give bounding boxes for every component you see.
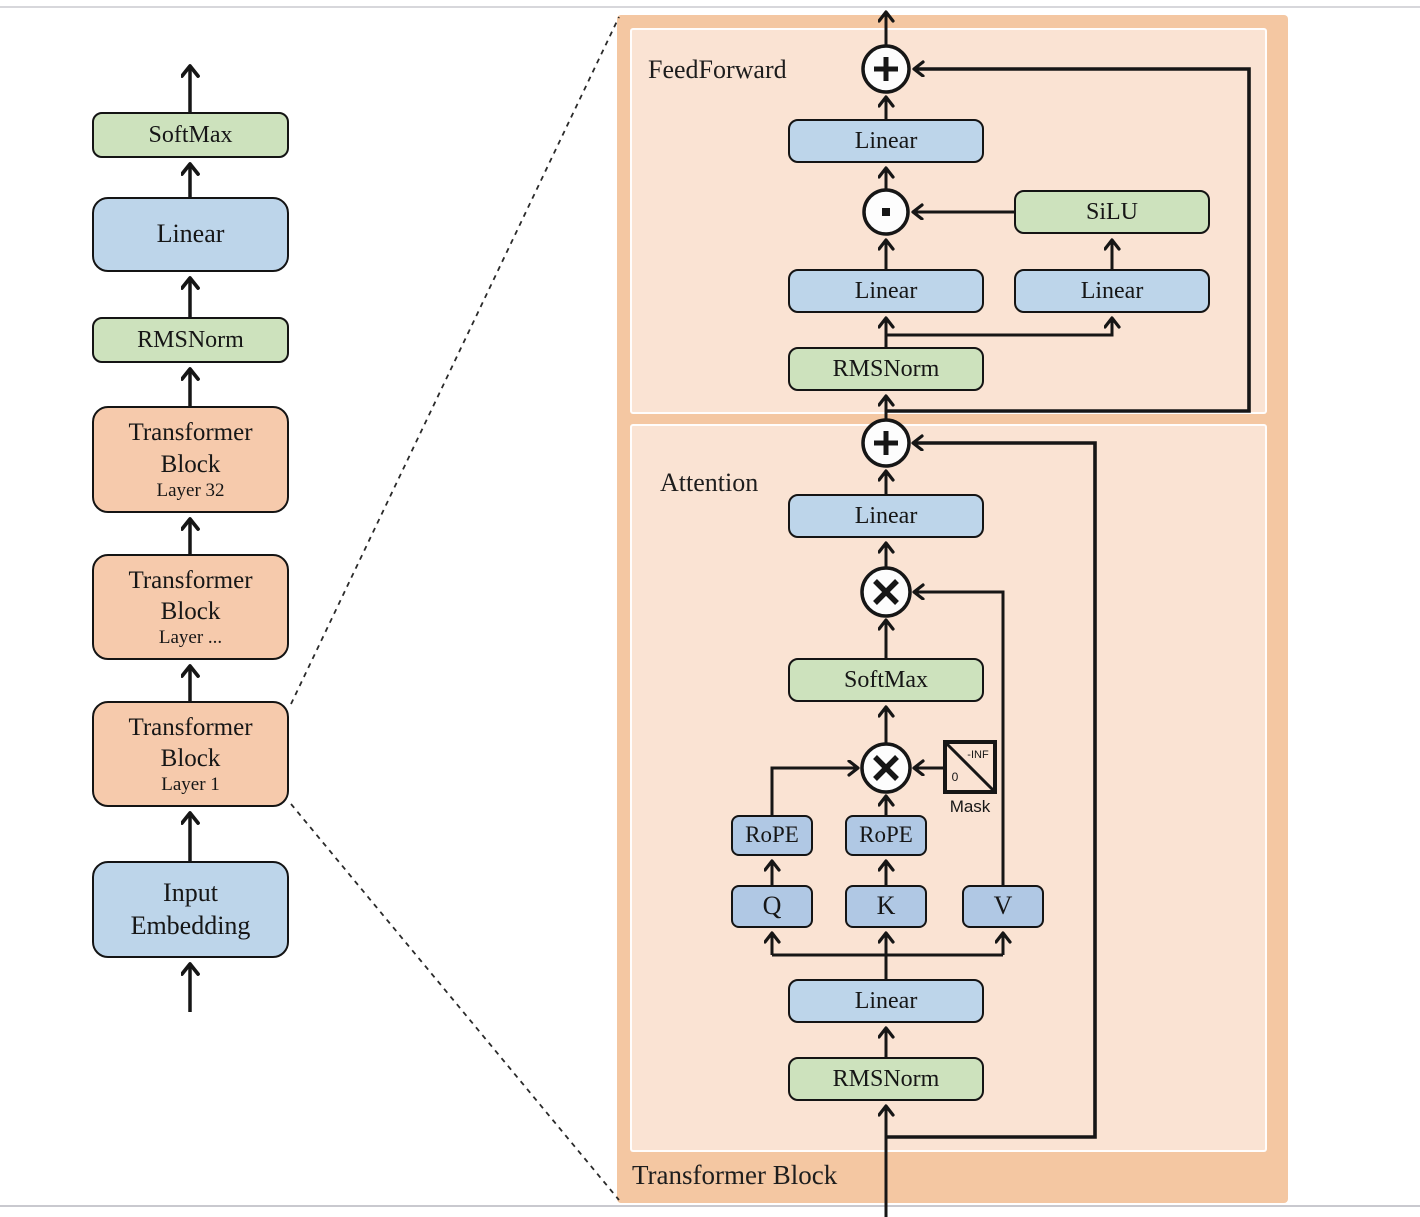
att-rmsnorm-block: RMSNorm bbox=[788, 1057, 984, 1101]
left-softmax-block: SoftMax bbox=[92, 112, 289, 158]
left-transformer-block-32: Transformer Block Layer 32 bbox=[92, 406, 289, 513]
block-label: SiLU bbox=[1085, 199, 1138, 225]
block-label: Linear bbox=[1080, 278, 1144, 304]
block-line2: Block bbox=[160, 450, 221, 478]
left-transformer-block-mid: Transformer Block Layer ... bbox=[92, 554, 289, 660]
block-label: RMSNorm bbox=[832, 1066, 940, 1092]
att-residual-wire bbox=[886, 443, 1097, 1139]
residual-add-icon bbox=[861, 418, 911, 468]
ff-linear-up-block: Linear bbox=[1014, 269, 1210, 313]
mask-lower-value: 0 bbox=[952, 770, 959, 784]
left-input-embedding-block: Input Embedding bbox=[92, 861, 289, 958]
block-layer-sub: Layer ... bbox=[158, 627, 223, 649]
block-label: V bbox=[993, 891, 1013, 921]
block-line2: Block bbox=[160, 598, 221, 626]
ff-linear-gate-block: Linear bbox=[788, 269, 984, 313]
matmul-icon bbox=[860, 566, 912, 618]
v-block: V bbox=[962, 885, 1044, 928]
mask-label: Mask bbox=[950, 797, 991, 816]
v-path-wire bbox=[914, 592, 1005, 885]
block-label: RMSNorm bbox=[137, 327, 244, 353]
block-line1: Transformer bbox=[128, 713, 253, 741]
feedforward-label: FeedForward bbox=[648, 55, 787, 84]
block-line1: Input bbox=[163, 878, 218, 907]
operators bbox=[860, 44, 912, 794]
block-label: SoftMax bbox=[844, 667, 928, 693]
block-label: RoPE bbox=[745, 822, 799, 848]
ropeq-matmul-wire bbox=[770, 768, 858, 815]
ff-residual-wire bbox=[886, 69, 1251, 413]
block-label: SoftMax bbox=[148, 122, 233, 148]
block-line2: Embedding bbox=[130, 910, 251, 940]
bottom-frame-line bbox=[0, 1205, 1420, 1207]
top-frame-line bbox=[0, 6, 1420, 8]
transformer-block-title: Transformer Block bbox=[632, 1160, 838, 1190]
att-softmax-block: SoftMax bbox=[788, 658, 984, 702]
block-line1: Transformer bbox=[128, 566, 253, 594]
elementwise-product-icon bbox=[862, 188, 910, 236]
ff-linear-out-block: Linear bbox=[788, 119, 984, 163]
block-label: Linear bbox=[854, 128, 918, 154]
block-label: RMSNorm bbox=[832, 356, 940, 382]
block-label: K bbox=[876, 891, 896, 921]
block-label: Q bbox=[762, 891, 782, 921]
mask-upper-value: -INF bbox=[967, 749, 989, 761]
attention-wires bbox=[770, 443, 1097, 1217]
left-linear-block: Linear bbox=[92, 197, 289, 272]
att-linear-out-block: Linear bbox=[788, 494, 984, 538]
block-label: Linear bbox=[156, 219, 225, 249]
q-block: Q bbox=[731, 885, 813, 928]
mask-diagonal bbox=[943, 740, 997, 794]
left-rmsnorm-block: RMSNorm bbox=[92, 317, 289, 363]
ff-branch-wire bbox=[886, 318, 1112, 337]
causal-mask: -INF 0 Mask bbox=[943, 740, 997, 816]
zoom-guide-lower bbox=[290, 803, 620, 1201]
feedforward-wires bbox=[886, 12, 1251, 420]
block-label: Linear bbox=[854, 988, 918, 1014]
att-linear-in-block: Linear bbox=[788, 979, 984, 1023]
block-label: Linear bbox=[854, 278, 918, 304]
attention-label: Attention bbox=[660, 468, 759, 497]
block-label: RoPE bbox=[859, 822, 913, 848]
block-layer-sub: Layer 32 bbox=[156, 479, 225, 501]
ff-silu-block: SiLU bbox=[1014, 190, 1210, 234]
rope-k-block: RoPE bbox=[845, 815, 927, 856]
matmul-icon bbox=[860, 742, 912, 794]
block-line1: Transformer bbox=[128, 419, 253, 447]
block-line2: Block bbox=[160, 745, 221, 773]
block-label: Linear bbox=[854, 503, 918, 529]
block-layer-sub: Layer 1 bbox=[161, 774, 220, 796]
left-transformer-block-1: Transformer Block Layer 1 bbox=[92, 701, 289, 807]
residual-add-icon bbox=[861, 44, 911, 94]
zoom-guide-upper bbox=[290, 16, 620, 705]
k-block: K bbox=[845, 885, 927, 928]
ff-rmsnorm-block: RMSNorm bbox=[788, 347, 984, 391]
rope-q-block: RoPE bbox=[731, 815, 813, 856]
